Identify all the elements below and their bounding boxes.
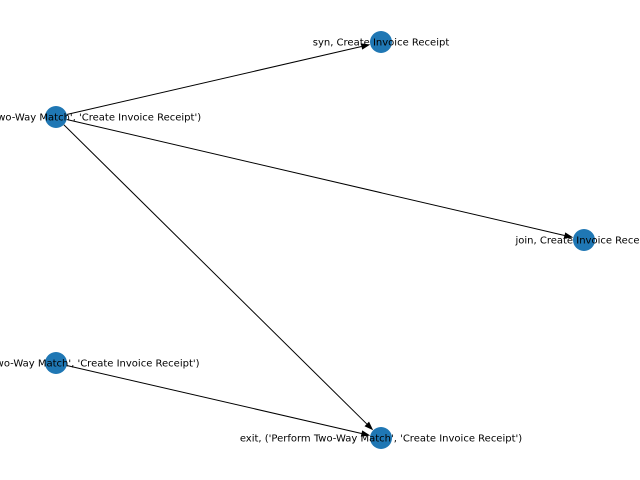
edges-layer xyxy=(63,43,574,437)
node-n5 xyxy=(370,427,392,449)
node-n3 xyxy=(573,229,595,251)
edge-n1-n5 xyxy=(63,124,368,425)
node-label-n1: entry, ('Perform Two-Way Match', 'Create… xyxy=(0,113,201,124)
node-label-n5: exit, ('Perform Two-Way Match', 'Create … xyxy=(240,434,522,445)
node-label-n3: join, Create Invoice Receipt xyxy=(514,236,640,247)
node-label-n2: syn, Create Invoice Receipt xyxy=(313,38,450,49)
nodes-layer xyxy=(45,31,595,449)
labels-layer: entry, ('Perform Two-Way Match', 'Create… xyxy=(0,38,640,445)
edge-n4-n5 xyxy=(66,364,362,434)
edge-n1-n2 xyxy=(66,46,362,116)
node-label-n4: start, ('Perform Two-Way Match', 'Create… xyxy=(0,359,200,370)
arrowhead-n1-n2 xyxy=(360,43,371,50)
node-n2 xyxy=(370,31,392,53)
arrowhead-n1-n3 xyxy=(563,232,574,239)
arrowhead-n4-n5 xyxy=(360,430,371,437)
node-n1 xyxy=(45,106,67,128)
node-n4 xyxy=(45,352,67,374)
arrowhead-n1-n5 xyxy=(364,421,374,431)
edge-n1-n3 xyxy=(66,119,565,236)
